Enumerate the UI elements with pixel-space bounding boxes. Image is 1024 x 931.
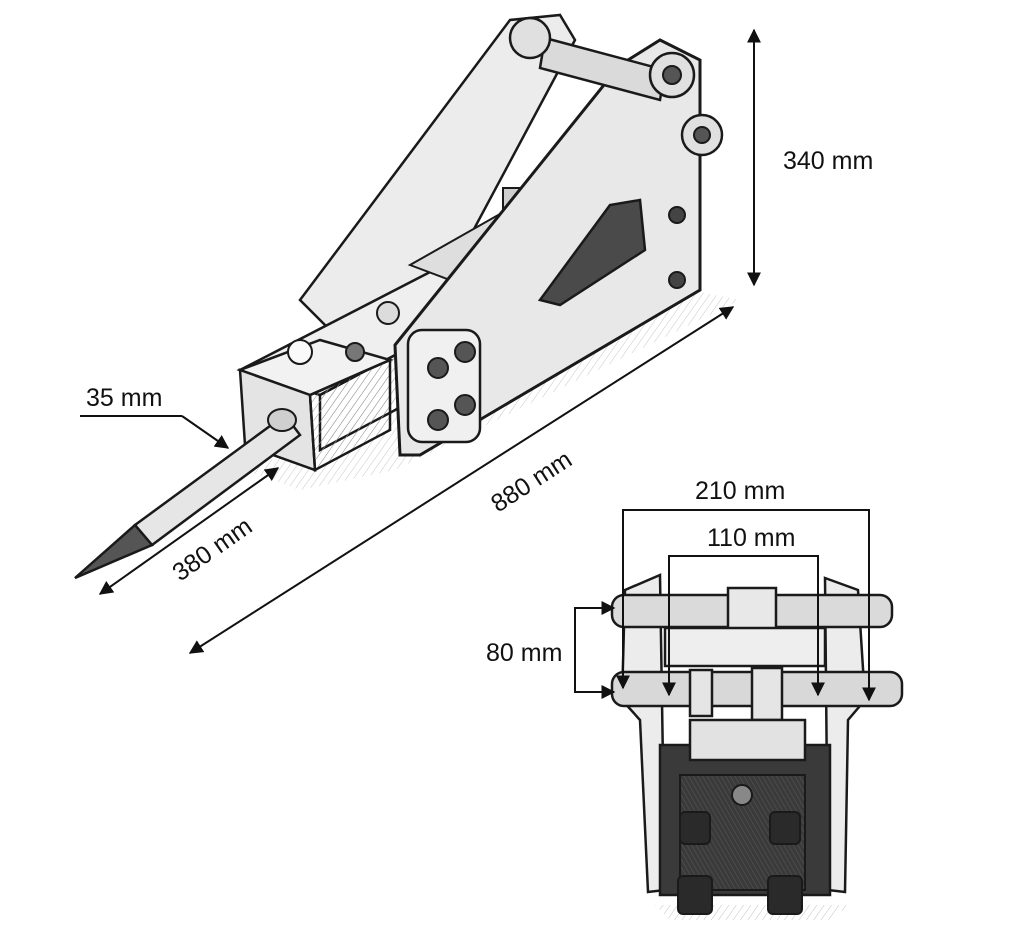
plate-window — [537, 198, 647, 307]
breaker-side-view — [74, 13, 740, 580]
label-outer-width: 210 mm — [695, 477, 785, 505]
plate-bolt — [668, 271, 686, 289]
pad-bolt — [427, 357, 449, 379]
chisel-tip — [74, 523, 155, 580]
upper-pin — [538, 36, 667, 102]
plate-bolt — [668, 206, 686, 224]
front-bolt — [767, 875, 803, 915]
label-pin-spacing: 80 mm — [486, 639, 562, 667]
pin-boss — [508, 16, 552, 60]
pin-hole — [693, 126, 711, 144]
pin-hole — [662, 65, 682, 85]
pad-bolt — [454, 394, 476, 416]
label-height: 340 mm — [783, 147, 873, 175]
outer-width-bracket — [622, 509, 870, 700]
block-bolt-top — [376, 301, 400, 325]
label-inner-width: 110 mm — [707, 524, 795, 552]
cross-plate — [663, 626, 827, 668]
lower-pin-collar — [750, 666, 784, 722]
label-chisel-diameter: 35 mm — [86, 384, 162, 412]
front-body-top — [688, 718, 807, 762]
front-bolt — [677, 875, 713, 915]
pad-bolt — [427, 409, 449, 431]
pin-spacing-bracket — [574, 607, 612, 693]
block-plug-right — [345, 342, 365, 362]
front-bolt — [769, 811, 801, 845]
diameter-arrow — [181, 415, 230, 449]
pad-bolt — [454, 341, 476, 363]
lower-pin-collar — [688, 668, 714, 718]
breaker-front-view — [610, 573, 904, 920]
front-bolt — [679, 811, 711, 845]
chisel-bush — [267, 408, 297, 432]
inner-width-bracket — [668, 555, 819, 695]
overall-length-arrow — [188, 306, 735, 654]
block-plug-left — [287, 339, 313, 365]
dimension-lines — [80, 28, 876, 702]
front-nut — [731, 784, 753, 806]
